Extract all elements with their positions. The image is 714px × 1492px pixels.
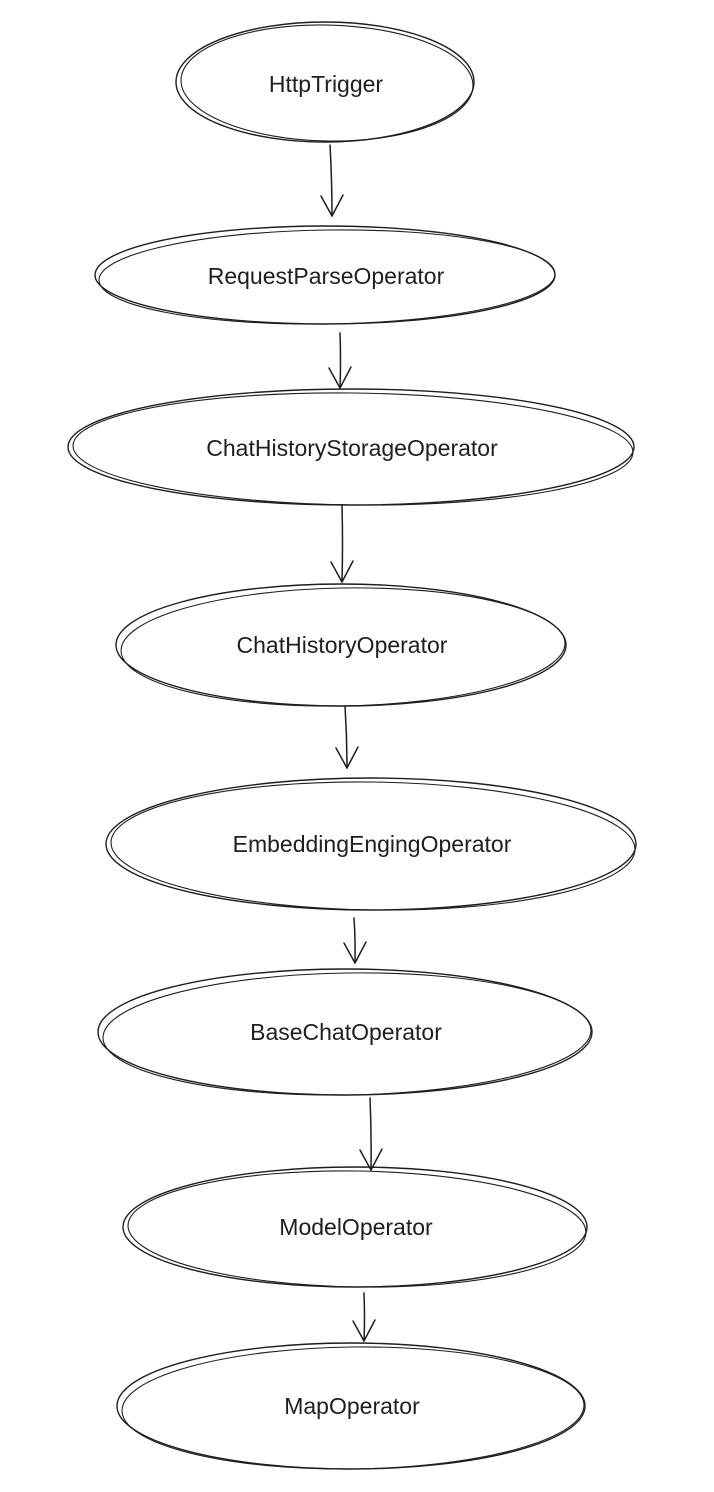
- node-map-operator[interactable]: MapOperator: [116, 1342, 586, 1472]
- arrowhead-icon: [352, 1319, 376, 1342]
- edge-chat-history-storage-operator-to-chat-history-operator: [330, 504, 354, 583]
- edge-line: [339, 332, 342, 389]
- edges-layer: [320, 144, 383, 1342]
- node-http-trigger[interactable]: HttpTrigger: [175, 21, 475, 144]
- node-shape-outline: [102, 972, 592, 1096]
- node-shape: [175, 21, 475, 143]
- arrowhead-icon: [335, 746, 359, 769]
- edge-line: [369, 1097, 372, 1171]
- edge-line: [329, 144, 333, 217]
- edge-line: [363, 1292, 366, 1342]
- node-shape-outline: [121, 1346, 585, 1470]
- node-label: EmbeddingEngingOperator: [233, 831, 512, 857]
- node-embedding-enging-operator[interactable]: EmbeddingEngingOperator: [105, 777, 637, 914]
- edge-line: [344, 705, 348, 769]
- node-label: ChatHistoryStorageOperator: [206, 435, 498, 461]
- edge-embedding-enging-operator-to-base-chat-operator: [343, 917, 367, 964]
- edge-http-trigger-to-request-parse-operator: [320, 144, 344, 217]
- node-chat-history-operator[interactable]: ChatHistoryOperator: [115, 583, 567, 710]
- edge-chat-history-operator-to-embedding-enging-operator: [335, 705, 359, 769]
- arrowhead-icon: [343, 941, 367, 964]
- arrowhead-icon: [330, 560, 354, 583]
- arrowhead-icon: [328, 366, 352, 389]
- node-shape-outline: [120, 587, 566, 707]
- node-label: MapOperator: [284, 1393, 420, 1419]
- node-label: ChatHistoryOperator: [237, 632, 448, 658]
- node-label: HttpTrigger: [269, 71, 384, 97]
- edge-line: [353, 917, 356, 964]
- arrowhead-icon: [359, 1148, 383, 1171]
- node-request-parse-operator[interactable]: RequestParseOperator: [94, 225, 556, 327]
- node-shape-outline: [98, 229, 556, 325]
- edge-base-chat-operator-to-model-operator: [359, 1097, 383, 1171]
- node-base-chat-operator[interactable]: BaseChatOperator: [97, 968, 593, 1099]
- edge-model-operator-to-map-operator: [352, 1292, 376, 1342]
- edge-request-parse-operator-to-chat-history-storage-operator: [328, 332, 352, 389]
- node-shape-outline: [180, 24, 474, 142]
- arrowhead-icon: [320, 194, 344, 217]
- node-label: BaseChatOperator: [250, 1019, 442, 1045]
- node-model-operator[interactable]: ModelOperator: [122, 1166, 588, 1291]
- node-label: ModelOperator: [279, 1214, 433, 1240]
- node-chat-history-storage-operator[interactable]: ChatHistoryStorageOperator: [67, 388, 635, 508]
- node-label: RequestParseOperator: [208, 263, 445, 289]
- node-shape-outline: [72, 392, 634, 506]
- node-shape-outline: [127, 1170, 587, 1288]
- node-shape-outline: [110, 781, 636, 911]
- edge-line: [341, 504, 344, 583]
